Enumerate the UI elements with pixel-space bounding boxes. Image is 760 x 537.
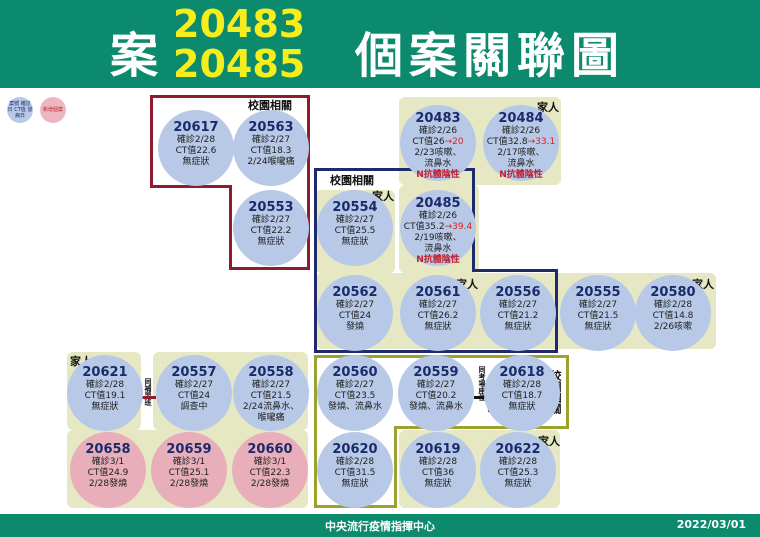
- connector-class: [140, 396, 156, 399]
- label-same-class: 同補習班: [144, 378, 152, 406]
- legend-case-dot: 案號 確診日 CT值 發病日: [7, 97, 33, 123]
- label-school-2: 校園相關: [330, 174, 374, 187]
- footer-date: 2022/03/01: [676, 518, 746, 531]
- footer-bar: 中央流行疫情指揮中心 2022/03/01: [0, 514, 760, 537]
- school-boundary-navy-right2: [555, 269, 558, 353]
- legend-new-dot: 新增個案: [40, 97, 66, 123]
- title-case-suffix: 個案關聯圖: [355, 28, 626, 84]
- title-case-b: 20485: [173, 42, 306, 86]
- school-boundary-step: [150, 185, 230, 188]
- label-school-1: 校園相關: [248, 99, 292, 112]
- label-same-desk: 同考場座位: [478, 366, 486, 401]
- title-case-prefix: 案: [110, 28, 159, 84]
- school-boundary-navy-bottom: [314, 350, 558, 353]
- connector-desk: [474, 396, 484, 399]
- page-title: 案 20483 20485 個案關聯圖: [0, 0, 760, 88]
- title-case-a: 20483: [173, 2, 306, 46]
- school-boundary-olive-step: [394, 426, 569, 429]
- school-boundary-navy-top: [314, 168, 474, 171]
- school-boundary-navy-step: [472, 269, 558, 272]
- header-banner: [0, 0, 760, 88]
- footer-agency: 中央流行疫情指揮中心: [325, 520, 435, 533]
